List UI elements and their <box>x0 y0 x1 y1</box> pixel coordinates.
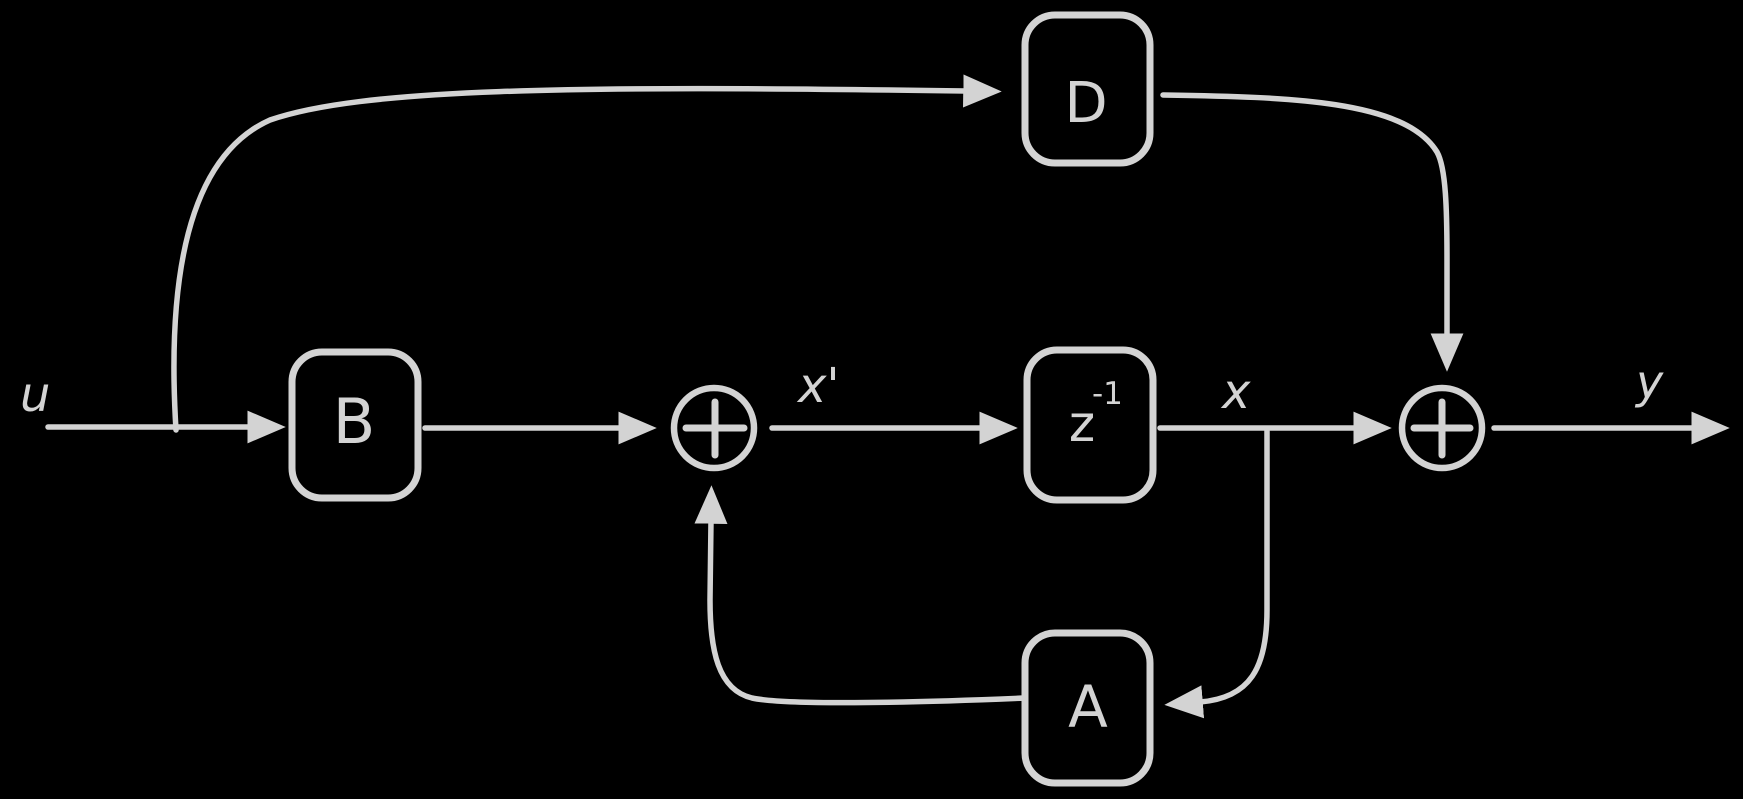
block-unit-delay: z -1 <box>1023 346 1157 504</box>
block-D-outline <box>1021 11 1154 167</box>
block-A-label: A <box>1068 673 1108 741</box>
plus-icon <box>682 398 748 459</box>
block-B-label: B <box>333 385 376 458</box>
block-delay-base-label: z <box>1069 395 1095 453</box>
sum-junction-1 <box>670 384 758 472</box>
plus-icon <box>1410 398 1474 459</box>
block-D-label: D <box>1064 71 1107 136</box>
wire-x-branch-to-A <box>1164 428 1270 719</box>
block-A-outline <box>1021 629 1154 787</box>
sum2-circle <box>1398 384 1486 472</box>
block-delay-outline <box>1023 346 1157 504</box>
sum1-circle <box>670 384 758 472</box>
signal-label-u: u <box>20 367 50 423</box>
signal-label-x-next: x' <box>796 358 840 414</box>
signal-label-x: x <box>1220 364 1251 420</box>
wire-A-to-sum1 <box>694 485 1028 706</box>
block-D-feedthrough: D <box>1021 11 1154 167</box>
signal-label-y: y <box>1634 355 1664 409</box>
block-A-state-matrix: A <box>1021 629 1154 787</box>
block-B-input-matrix: B <box>288 348 422 502</box>
block-delay-exponent-label: -1 <box>1092 376 1123 412</box>
wire-u-branch-to-D <box>171 74 1002 433</box>
block-B-outline <box>288 348 422 502</box>
sum-junction-2 <box>1398 384 1486 472</box>
wire-D-to-sum2 <box>1160 92 1464 372</box>
